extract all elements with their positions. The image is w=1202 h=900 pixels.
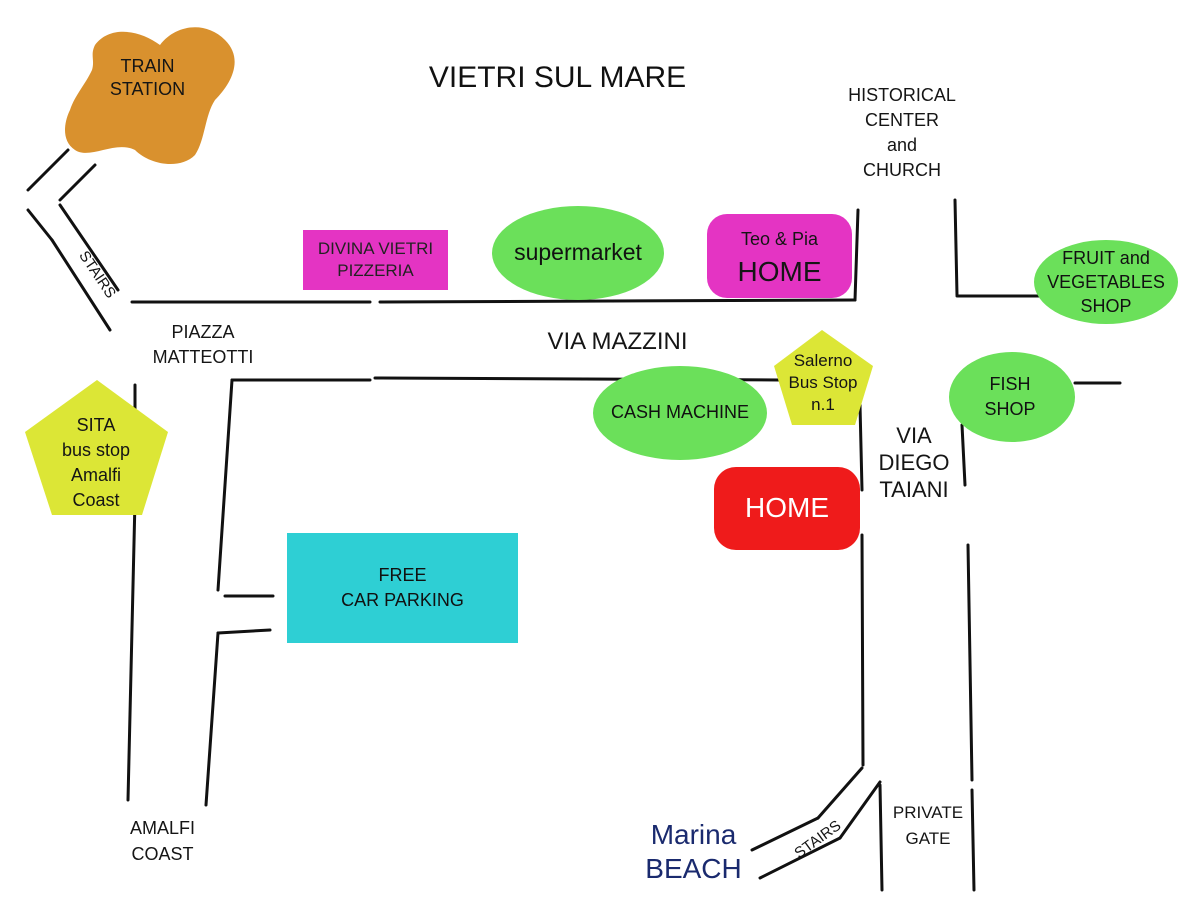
road-taiani-west <box>858 403 864 492</box>
teo-pia-home-shape <box>707 214 852 298</box>
train-station-shape <box>65 27 235 165</box>
road-network <box>26 148 1122 892</box>
sita-bus-stop-label: SITA bus stop Amalfi Coast <box>61 415 131 510</box>
piazza-matteotti-label: PIAZZA MATTEOTTI <box>152 322 254 367</box>
via-mazzini-label: VIA MAZZINI <box>547 328 688 355</box>
supermarket-shape <box>492 206 664 300</box>
teo-pia-label: Teo & Pia <box>740 229 819 249</box>
train-station-label: TRAIN STATION <box>109 56 186 100</box>
road-beach-stair <box>750 816 820 852</box>
fruit-shop-label: FRUIT and VEGETABLES SHOP <box>1047 248 1165 316</box>
fish-shop-shape <box>949 352 1075 442</box>
road-left-stair-side <box>58 203 120 292</box>
road-north-edge <box>378 298 857 304</box>
marina-beach-label: Marina BEACH <box>645 819 742 884</box>
cash-machine-shape <box>593 366 767 460</box>
salerno-bus-stop-label: Salerno Bus Stop n.1 <box>788 351 858 414</box>
fish-shop-label: FISH SHOP <box>984 374 1036 419</box>
home-shape <box>714 467 860 550</box>
road-private-gate <box>878 783 884 892</box>
supermarket-label: supermarket <box>514 239 642 266</box>
road-left-stair-side <box>26 208 54 242</box>
sita-bus-stop-shape <box>25 380 168 515</box>
salerno-bus-stop-shape <box>774 330 873 425</box>
via-diego-taiani-label: VIA DIEGO TAIANI <box>878 423 950 502</box>
pizzeria-shape <box>303 230 448 290</box>
road-taiani-east <box>966 543 974 782</box>
road-amalfi-west <box>126 498 137 802</box>
road-beach-stair <box>838 780 882 840</box>
home-label: HOME <box>745 492 829 524</box>
free-parking-label: FREE CAR PARKING <box>341 565 464 610</box>
private-gate-label: PRIVATE GATE <box>892 803 964 848</box>
road-parking-lower <box>216 628 272 635</box>
historical-center-label: HISTORICAL CENTER and CHURCH <box>848 85 956 180</box>
fruit-shop-shape <box>1034 240 1178 324</box>
road-taiani-west <box>860 533 865 767</box>
road-historical-center <box>853 208 860 302</box>
teo-pia-home-label: HOME <box>737 256 822 287</box>
amalfi-coast-label: AMALFI COAST <box>129 818 195 864</box>
road-left-stair-side <box>50 238 112 332</box>
map-title: VIETRI SUL MARE <box>428 61 687 94</box>
road-fish-shop-vertical <box>960 423 967 487</box>
road-amalfi-east <box>204 631 220 807</box>
pizzeria-label: DIVINA VIETRI PIZZERIA <box>317 238 434 280</box>
cash-machine-label: CASH MACHINE <box>610 402 749 423</box>
road-beach-stair <box>758 836 842 880</box>
road-left-stair-upper <box>26 148 70 192</box>
road-piazza-west <box>216 378 234 592</box>
road-beach-stair <box>816 766 864 820</box>
road-fruit-shop-vertical <box>953 198 959 297</box>
road-taiani-east <box>970 788 976 892</box>
road-left-stair-upper <box>58 163 97 202</box>
free-parking-shape <box>287 533 518 643</box>
